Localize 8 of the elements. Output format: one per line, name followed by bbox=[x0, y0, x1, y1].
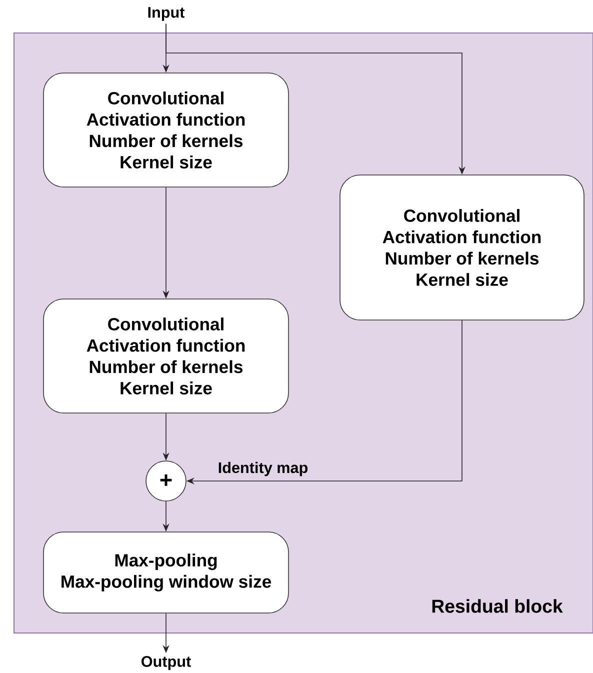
layer-box: Convolutional Activation function Number of kernels Kernel size bbox=[340, 174, 584, 320]
edge-label: Identity map bbox=[216, 460, 310, 478]
io-label: Input bbox=[148, 7, 185, 21]
layer-box: Max-pooling Max-pooling window size bbox=[43, 532, 289, 614]
io-label: Output bbox=[142, 656, 191, 670]
layer-box: Convolutional Activation function Number of kernels Kernel size bbox=[43, 298, 289, 414]
panel-heading: Residual block bbox=[432, 599, 563, 613]
layer-box: Convolutional Activation function Number of kernels Kernel size bbox=[43, 72, 289, 188]
